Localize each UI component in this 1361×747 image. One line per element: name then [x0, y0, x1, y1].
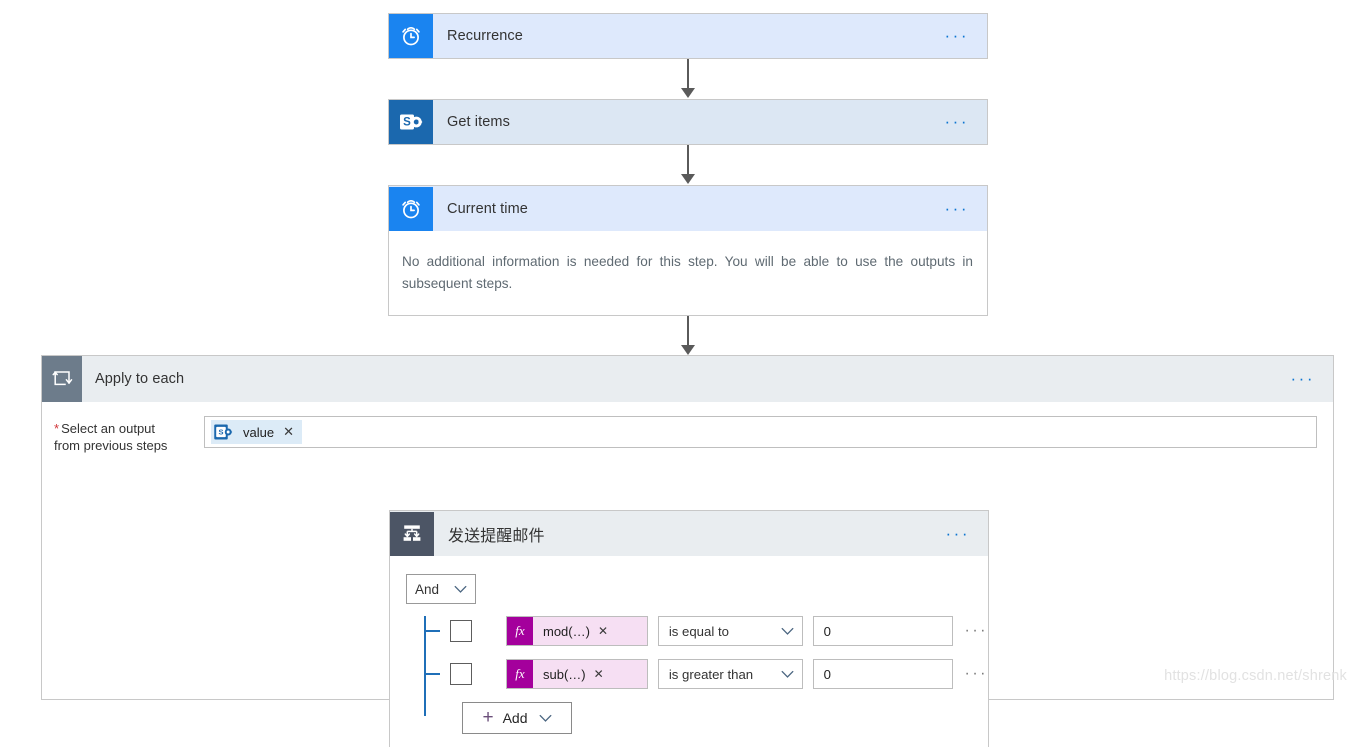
scope-body: *Select an output from previous steps S	[42, 402, 1333, 747]
connector-arrow	[681, 88, 695, 98]
fx-icon: fx	[507, 617, 533, 645]
row-value-input[interactable]: 0	[812, 616, 953, 646]
row-expression-field[interactable]: fx sub(…) ✕	[506, 659, 648, 689]
node-title: Get items	[447, 114, 510, 130]
connector-line	[687, 145, 689, 181]
comparison-label: is greater than	[668, 666, 754, 682]
chevron-down-icon	[781, 667, 794, 682]
chevron-down-icon	[781, 624, 794, 639]
node-header[interactable]: Recurrence ···	[389, 14, 987, 58]
node-title: Recurrence	[447, 28, 523, 44]
connector-line	[687, 59, 689, 95]
row-checkbox[interactable]	[450, 620, 472, 642]
scope-apply-to-each[interactable]: Apply to each ··· *Select an output from…	[41, 355, 1334, 747]
connector-arrow	[681, 174, 695, 184]
loop-icon	[42, 356, 82, 402]
node-menu-button[interactable]: ···	[944, 26, 969, 45]
node-title: Current time	[447, 200, 528, 217]
expression-remove-icon[interactable]: ✕	[593, 667, 604, 681]
connector-arrow	[681, 345, 695, 355]
connector-line	[687, 316, 689, 352]
node-header[interactable]: Current time ···	[389, 186, 987, 231]
node-menu-button[interactable]: ···	[944, 112, 969, 131]
row-expression-field[interactable]: fx mod(…) ✕	[506, 616, 648, 646]
expression-text: sub(…)	[543, 666, 586, 682]
sharepoint-icon: S	[213, 421, 235, 443]
sharepoint-icon: S	[389, 100, 433, 144]
row-comparison-dropdown[interactable]: is greater than	[657, 659, 803, 689]
token-value[interactable]: S value ✕	[211, 420, 302, 444]
select-output-field-row: *Select an output from previous steps S	[42, 402, 1333, 454]
row-menu-button[interactable]: ···	[964, 622, 988, 639]
condition-row: fx sub(…) ✕ is greater than	[406, 659, 988, 689]
row-checkbox[interactable]	[450, 663, 472, 685]
node-header[interactable]: S Get items ···	[389, 100, 987, 144]
chevron-down-icon	[539, 710, 552, 726]
svg-text:S: S	[403, 117, 411, 129]
watermark: https://blog.csdn.net/shrenk	[1164, 668, 1347, 684]
chevron-down-icon	[454, 582, 467, 597]
condition-connector-line	[424, 616, 426, 716]
row-connector-stub	[424, 673, 440, 675]
required-marker: *	[54, 421, 60, 436]
node-menu-button[interactable]: ···	[944, 198, 969, 218]
row-menu-button[interactable]: ···	[964, 665, 988, 682]
flow-node-condition[interactable]: 发送提醒邮件 ··· And	[389, 510, 989, 747]
select-output-label-line1: Select an output	[61, 421, 156, 436]
alarm-clock-icon	[389, 14, 433, 58]
flow-canvas: Recurrence ··· S Get items ···	[41, 13, 1347, 747]
condition-menu-button[interactable]: ···	[945, 523, 970, 543]
row-connector-stub	[424, 630, 440, 632]
select-output-input[interactable]: S value ✕	[204, 416, 1317, 448]
scope-title: Apply to each	[95, 371, 185, 387]
expression-text: mod(…)	[543, 623, 590, 639]
add-condition-button[interactable]: + Add	[462, 702, 572, 734]
alarm-clock-icon	[389, 186, 433, 231]
expression-token[interactable]: mod(…) ✕	[533, 617, 647, 645]
condition-title: 发送提醒邮件	[448, 527, 545, 545]
flow-node-get-items[interactable]: S Get items ···	[388, 99, 988, 145]
expression-token[interactable]: sub(…) ✕	[533, 660, 647, 688]
add-button-label: Add	[502, 710, 528, 726]
token-label: value	[243, 424, 275, 440]
expression-remove-icon[interactable]: ✕	[597, 624, 609, 638]
scope-menu-button[interactable]: ···	[1290, 369, 1315, 388]
flow-node-current-time[interactable]: Current time ··· No additional informati…	[388, 185, 988, 316]
node-body: No additional information is needed for …	[389, 231, 987, 295]
token-remove-icon[interactable]: ✕	[283, 424, 294, 439]
flow-node-recurrence[interactable]: Recurrence ···	[388, 13, 988, 59]
select-output-label: *Select an output from previous steps	[54, 416, 194, 454]
select-output-label-line2: from previous steps	[54, 438, 168, 453]
condition-header[interactable]: 发送提醒邮件 ···	[390, 511, 988, 556]
scope-header[interactable]: Apply to each ···	[42, 356, 1333, 402]
condition-builder: And fx	[390, 556, 988, 744]
row-comparison-dropdown[interactable]: is equal to	[657, 616, 803, 646]
condition-row: fx mod(…) ✕ is equal to	[406, 616, 988, 646]
node-description: No additional information is needed for …	[402, 254, 973, 291]
fx-icon: fx	[507, 660, 533, 688]
condition-rows: fx mod(…) ✕ is equal to	[406, 616, 988, 734]
row-value-input[interactable]: 0	[812, 659, 953, 689]
comparison-label: is equal to	[668, 623, 729, 639]
svg-text:S: S	[218, 427, 223, 436]
condition-operator-label: And	[415, 581, 440, 597]
condition-icon	[390, 511, 434, 556]
condition-operator-dropdown[interactable]: And	[406, 574, 476, 604]
